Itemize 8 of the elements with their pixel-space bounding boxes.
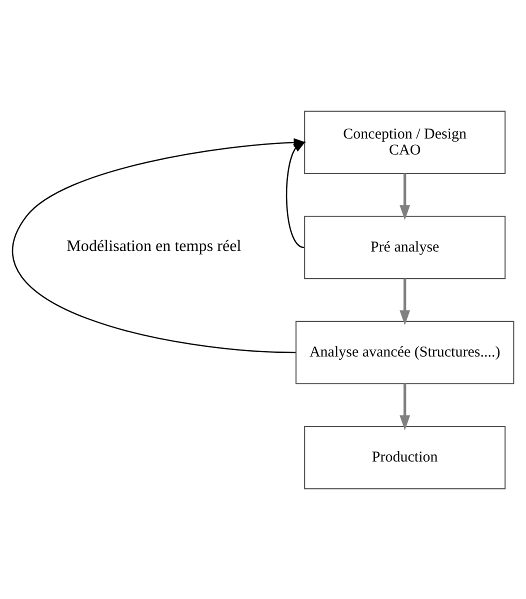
arrow <box>400 173 410 220</box>
node-box: Pré analyse <box>304 215 506 279</box>
arrow <box>400 383 410 430</box>
arrow <box>400 278 410 325</box>
label: Modélisation en temps réel <box>66 238 242 255</box>
node-box: Conception / Design CAO <box>304 110 506 174</box>
node-box: Analyse avancée (Structures....) <box>295 320 514 384</box>
node-box: Production <box>304 425 506 489</box>
